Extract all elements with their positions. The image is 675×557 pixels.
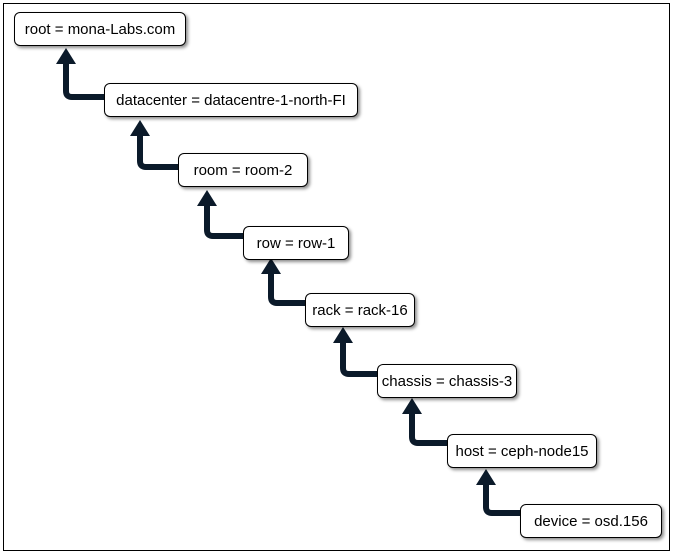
arrow-room-to-datacenter xyxy=(130,120,178,170)
node-device: device = osd.156 xyxy=(520,504,662,538)
node-row: row = row-1 xyxy=(243,226,349,260)
arrow-device-to-host xyxy=(476,469,521,516)
node-datacenter: datacenter = datacentre-1-north-FI xyxy=(104,83,358,117)
arrow-rack-to-row xyxy=(261,258,306,306)
node-host: host = ceph-node15 xyxy=(447,434,597,468)
arrow-row-to-room xyxy=(197,190,244,239)
node-rack: rack = rack-16 xyxy=(305,293,415,327)
arrow-host-to-chassis xyxy=(402,398,448,446)
node-room: room = room-2 xyxy=(178,153,308,187)
node-chassis: chassis = chassis-3 xyxy=(377,364,517,398)
arrow-datacenter-to-root xyxy=(56,48,105,100)
node-root: root = mona-Labs.com xyxy=(14,12,186,46)
arrow-chassis-to-rack xyxy=(333,327,378,377)
